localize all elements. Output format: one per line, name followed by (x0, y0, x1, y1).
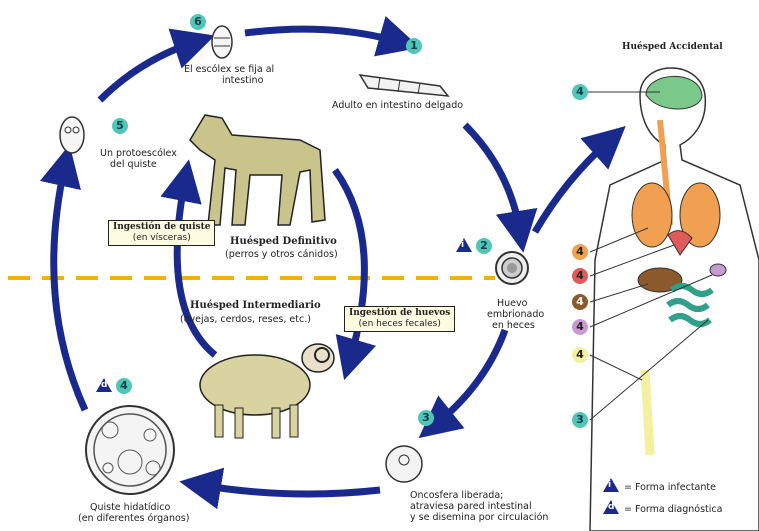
oncosphere-illustration (386, 446, 422, 482)
cycle-arrow-3-to-4 (200, 485, 380, 494)
organ-badge-liver: 4 (572, 294, 588, 310)
cyst-ingestion-sub: (en vísceras) (113, 233, 210, 244)
stage-2-label-2: embrionado (487, 309, 544, 320)
cycle-arrow-1-to-2 (465, 125, 520, 232)
intermediate-host-sub: (ovejas, cerdos, reses, etc.) (180, 314, 311, 325)
cycle-arrow-4-to-5 (54, 165, 85, 410)
stage-1-badge: 1 (406, 38, 422, 54)
legend-diagnostic-icon: d (603, 500, 619, 514)
organ-badge-bone: 4 (572, 347, 588, 363)
legend-diagnostic-label: = Forma diagnóstica (624, 504, 722, 515)
organ-badge-oncosphere: 3 (572, 412, 588, 428)
cycle-arrow-6-to-1 (245, 29, 400, 42)
stage-3-badge: 3 (418, 410, 434, 426)
stage-4-label-1: Quiste hidatídico (90, 502, 170, 513)
infective-form-marker: i (456, 238, 472, 252)
femur (645, 370, 650, 455)
definitive-host-sub: (perros y otros cánidos) (225, 249, 338, 260)
human-figure-illustration (590, 68, 759, 531)
stage-2-label-3: en heces (492, 320, 535, 331)
cycle-arrow-5-to-6 (100, 42, 195, 100)
dog-illustration (190, 115, 325, 225)
organ-badge-lungs: 4 (572, 244, 588, 260)
stage-4-label-2: (en diferentes órganos) (78, 513, 189, 524)
stage-5-label-2: del quiste (110, 159, 157, 170)
sheep-illustration (200, 344, 334, 438)
stage-3-label-1: Oncosfera liberada; (410, 490, 503, 501)
egg-ingestion-title: Ingestión de huevos (349, 308, 450, 319)
arrow-to-accidental-host (535, 140, 610, 232)
embryonated-egg-illustration (496, 252, 528, 284)
diagnostic-form-marker: d (96, 378, 112, 392)
protoscolex-illustration (60, 117, 84, 153)
definitive-host-title: Huésped Definitivo (230, 236, 337, 247)
stage-6-badge: 6 (190, 14, 206, 30)
stage-5-label-1: Un protoescólex (100, 148, 177, 159)
cyst-ingestion-box: Ingestión de quiste (en vísceras) (108, 220, 215, 246)
stage-3-label-2: atraviesa pared intestinal (410, 501, 532, 512)
legend-infective-icon: i (603, 478, 619, 492)
stage-6-label-2: intestino (222, 75, 263, 86)
cyst-ingestion-title: Ingestión de quiste (113, 222, 210, 233)
lung-left (632, 183, 672, 247)
intermediate-host-title: Huésped Intermediario (190, 300, 321, 311)
stage-4-badge: 4 (116, 378, 132, 394)
egg-ingestion-sub: (en heces fecales) (349, 319, 450, 330)
stage-2-label-1: Huevo (497, 298, 527, 309)
organ-badge-kidney: 4 (572, 319, 588, 335)
cycle-arrow-2-to-3 (435, 330, 505, 425)
kidney (710, 264, 726, 276)
organ-badge-brain: 4 (572, 84, 588, 100)
accidental-host-title: Huésped Accidental (622, 42, 723, 53)
stage-2-badge: 2 (476, 238, 492, 254)
egg-ingestion-box: Ingestión de huevos (en heces fecales) (344, 306, 455, 332)
legend-infective-label: = Forma infectante (624, 482, 716, 493)
stage-5-badge: 5 (112, 118, 128, 134)
adult-worm-illustration (360, 75, 448, 96)
stage-3-label-3: y se disemina por circulación (410, 512, 548, 523)
stage-6-label-1: El escólex se fija al (184, 64, 274, 75)
organ-badge-heart: 4 (572, 268, 588, 284)
stage-1-label: Adulto en intestino delgado (332, 100, 463, 111)
scolex-illustration (212, 26, 232, 58)
hydatid-cyst-illustration (86, 406, 174, 494)
